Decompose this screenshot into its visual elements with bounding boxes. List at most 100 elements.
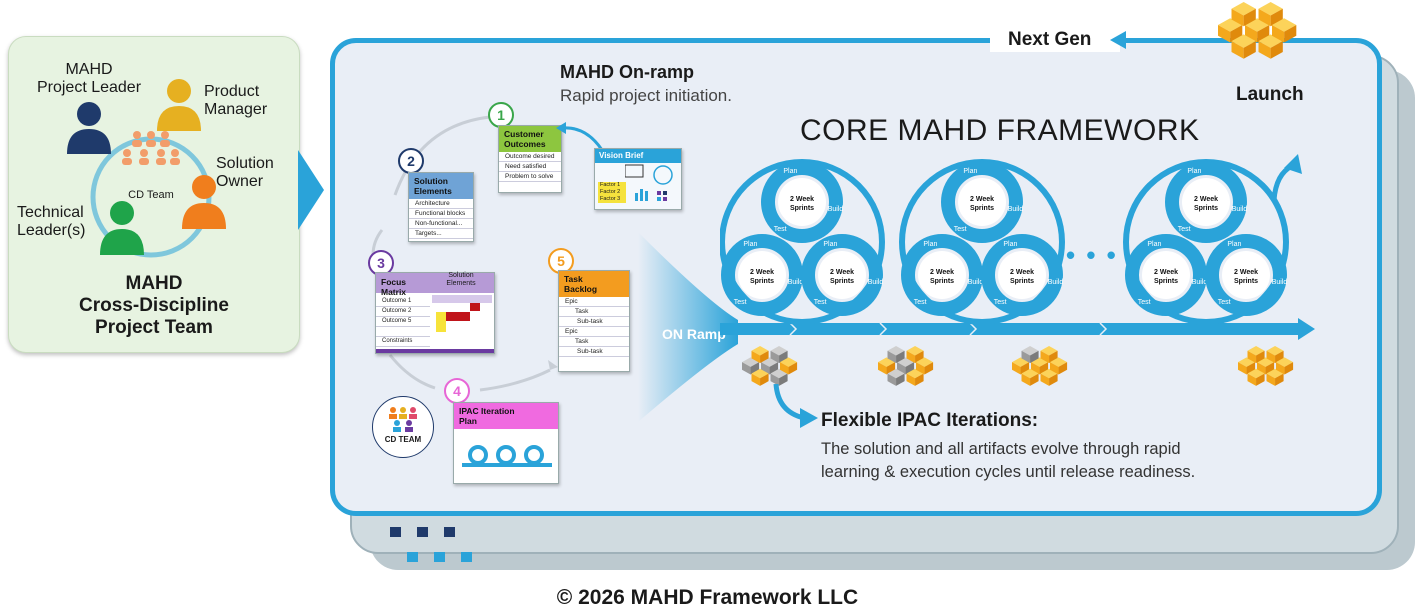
cube-face bbox=[897, 362, 906, 375]
cube-face bbox=[1245, 24, 1258, 43]
cube-face bbox=[924, 362, 934, 375]
cube-face bbox=[1050, 357, 1068, 367]
factor-label: Factor 1 bbox=[600, 182, 621, 188]
team-diagram bbox=[67, 79, 226, 258]
sprint-ring bbox=[981, 234, 1063, 316]
card-row: Sub-task bbox=[559, 347, 629, 357]
focus-matrix-rows: Outcome 1 Outcome 2 Outcome 5 Constraint… bbox=[376, 297, 430, 347]
cube-face bbox=[1266, 350, 1276, 364]
cube-face bbox=[887, 373, 897, 386]
product-manager-label: Product Manager bbox=[204, 83, 268, 118]
cube-face bbox=[905, 362, 915, 375]
project-leader-icon bbox=[67, 102, 111, 154]
cube-face bbox=[1284, 24, 1297, 43]
cube-face bbox=[1247, 373, 1257, 386]
cube-face bbox=[916, 362, 925, 375]
step-2-number: 2 bbox=[398, 148, 424, 174]
cube-face bbox=[1270, 8, 1283, 27]
sprint-ring bbox=[1205, 234, 1287, 316]
cube-face bbox=[1258, 8, 1271, 27]
sprint-ring-center bbox=[818, 251, 866, 299]
cube-face bbox=[1040, 346, 1058, 356]
cube-face bbox=[915, 350, 924, 364]
cube-face bbox=[1231, 41, 1244, 59]
cube-face bbox=[1040, 373, 1050, 386]
onramp-cycle-arrows bbox=[371, 115, 558, 392]
sprint-label: Sprints bbox=[830, 278, 854, 285]
sprint-label: Sprints bbox=[790, 205, 814, 212]
sprint-label: Sprints bbox=[930, 278, 954, 285]
phase-label: Plan bbox=[743, 241, 757, 248]
sprint-label: 2 Week bbox=[1234, 269, 1258, 276]
cube-face bbox=[1238, 362, 1247, 375]
iterations-text: The solution and all artifacts evolve th… bbox=[821, 440, 1196, 481]
sprint-label: 2 Week bbox=[970, 196, 994, 203]
task-backlog-card: Task Backlog Epic Task Sub-task Epic Tas… bbox=[558, 270, 630, 372]
cube-face bbox=[1040, 350, 1050, 364]
focus-matrix-card: Focus Matrix Solution Elements Outcome 1… bbox=[375, 272, 495, 354]
cube-face bbox=[1021, 368, 1039, 379]
phase-label: Plan bbox=[963, 168, 977, 175]
cube-face bbox=[1247, 350, 1257, 364]
cube-face bbox=[1243, 41, 1256, 59]
sprint-ring bbox=[721, 234, 803, 316]
cube-face bbox=[1030, 350, 1039, 364]
sprint-label: 2 Week bbox=[930, 269, 954, 276]
ipac-loops-icon bbox=[462, 445, 552, 467]
vision-brief-card: Vision Brief Factor 1 Factor 2 Factor 3 bbox=[594, 148, 682, 210]
next-gen-arrow bbox=[1110, 31, 1218, 49]
cube-face bbox=[779, 373, 788, 386]
onramp-subtitle: Rapid project initiation. bbox=[560, 86, 732, 105]
timeline-chevron bbox=[1099, 322, 1108, 336]
phase-label: Build bbox=[788, 279, 804, 286]
cube-face bbox=[779, 350, 788, 364]
card-row: Task bbox=[559, 337, 629, 347]
solution-owner-label: Solution Owner bbox=[216, 155, 274, 190]
phase-label: Build bbox=[868, 279, 884, 286]
cube-face bbox=[780, 362, 789, 375]
cube-face bbox=[906, 373, 916, 386]
sprint-ring-center bbox=[778, 178, 826, 226]
cube-face bbox=[1049, 373, 1058, 386]
copyright: © 2026 MAHD Framework LLC bbox=[556, 586, 859, 609]
cube-face bbox=[770, 373, 780, 386]
card-row: Epic bbox=[559, 297, 629, 307]
cube-face bbox=[1276, 357, 1294, 367]
sprint-ring-center bbox=[1222, 251, 1270, 299]
phase-label: Test bbox=[914, 299, 927, 306]
onramp-funnel bbox=[638, 232, 738, 422]
cube-face bbox=[1021, 350, 1031, 364]
team-panel: MAHD Project Leader Product Manager Solu… bbox=[8, 36, 300, 353]
sprint-label: Sprints bbox=[750, 278, 774, 285]
cube-row bbox=[742, 346, 1068, 386]
sprint-ring bbox=[941, 161, 1023, 243]
cube-face bbox=[1247, 346, 1265, 356]
ipac-iteration-plan-card: IPAC Iteration Plan bbox=[453, 402, 559, 484]
phase-label: Plan bbox=[923, 241, 937, 248]
cube-face bbox=[1266, 373, 1276, 386]
launch-cubes-icon bbox=[1218, 2, 1297, 59]
cube-face bbox=[780, 357, 798, 367]
phase-label: Build bbox=[1192, 279, 1208, 286]
frame-dot bbox=[407, 552, 418, 562]
next-gen-label: Next Gen bbox=[1008, 29, 1092, 50]
sprint-label: 2 Week bbox=[750, 269, 774, 276]
card-row bbox=[376, 327, 430, 337]
cube-face bbox=[770, 346, 788, 356]
timeline-chevron bbox=[969, 322, 978, 336]
phase-label: Build bbox=[828, 206, 844, 213]
cd-team-badge-label: CD TEAM bbox=[384, 435, 422, 444]
frame-dot bbox=[444, 527, 455, 537]
focus-matrix-col-title: Solution Elements bbox=[446, 272, 476, 287]
cube-face bbox=[915, 373, 924, 386]
cube-face bbox=[906, 346, 924, 356]
phase-label: Test bbox=[814, 299, 827, 306]
cube-face bbox=[761, 362, 770, 375]
vision-factors: Factor 1 Factor 2 Factor 3 bbox=[598, 182, 626, 203]
cube-face bbox=[887, 350, 897, 364]
cube-face bbox=[1256, 350, 1265, 364]
cube-face bbox=[1012, 362, 1021, 375]
frame-dot bbox=[390, 527, 401, 537]
cube-face bbox=[770, 368, 788, 379]
frame-dot bbox=[434, 552, 445, 562]
